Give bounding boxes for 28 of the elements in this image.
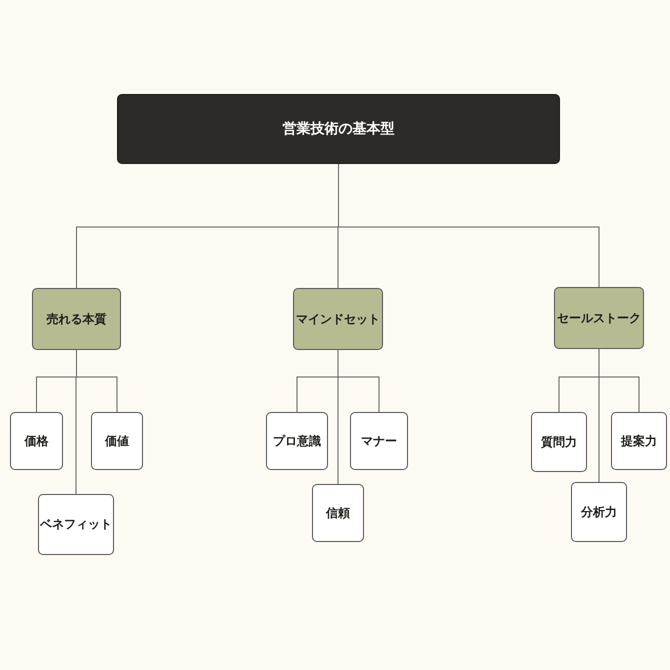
item-box — [531, 412, 587, 472]
node-label: プロ意識 — [273, 432, 321, 450]
node-label: 信頼 — [326, 504, 350, 522]
item-box — [38, 494, 114, 555]
title-box — [117, 94, 560, 164]
node-label: 分析力 — [581, 504, 617, 520]
node-label: セールストーク — [557, 310, 641, 326]
item-box — [611, 412, 667, 470]
category-box — [554, 287, 644, 349]
category-box — [293, 288, 383, 350]
node-label: マインドセット — [296, 310, 380, 328]
item-box — [10, 412, 63, 470]
node-label: 質問力 — [541, 434, 577, 450]
node-label: ベネフィット — [40, 516, 112, 533]
node-label: 価値 — [105, 432, 129, 450]
item-box — [312, 484, 364, 542]
item-box — [266, 412, 328, 470]
category-box — [32, 288, 121, 350]
connector-line — [598, 348, 600, 482]
node-label: 提案力 — [621, 432, 657, 450]
node-label: 価格 — [24, 432, 48, 450]
item-box — [350, 412, 408, 470]
item-box — [571, 482, 627, 542]
node-label: 売れる本質 — [46, 310, 106, 328]
connector-line — [76, 350, 77, 494]
node-label: 営業技術の基本型 — [282, 120, 394, 138]
item-box — [91, 412, 143, 470]
node-label: マナー — [361, 432, 397, 450]
